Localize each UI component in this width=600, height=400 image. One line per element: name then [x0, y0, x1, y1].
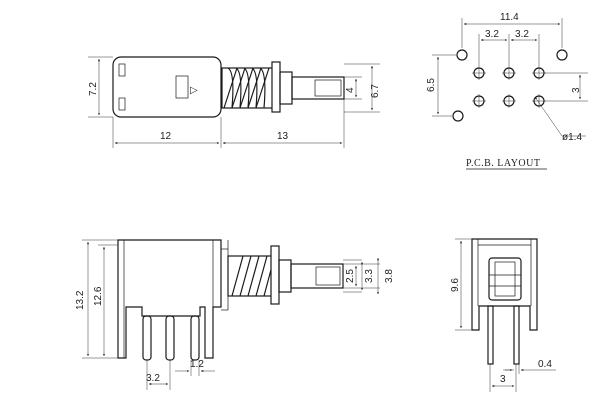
end-plunger-inner — [494, 261, 516, 297]
dim-side-plunger-h1: 2.5 — [345, 269, 356, 283]
dim-end-pin-thick: 0.4 — [538, 359, 552, 370]
end-pin-right — [513, 305, 520, 365]
end-body-outline — [471, 238, 538, 331]
dim-plunger-inner: 4 — [345, 87, 356, 93]
end-pin-left — [487, 305, 494, 365]
dim-side-total-height: 13.2 — [75, 290, 86, 310]
dim-side-plunger-h2: 3.3 — [364, 269, 375, 283]
side-spring — [227, 255, 275, 297]
pin-right — [190, 315, 200, 361]
pcb-layout: 11.4 3.2 3.2 6.5 3 ø1.4 P.C.B. LAYOUT — [426, 12, 588, 170]
plunger — [291, 76, 345, 100]
side-plunger-window — [315, 266, 341, 286]
end-view: 9.6 3 0.4 — [450, 238, 556, 392]
pcb-layout-caption: P.C.B. LAYOUT — [466, 158, 540, 169]
side-body-outline — [117, 239, 222, 359]
side-collar — [278, 259, 292, 293]
dim-pcb-pitch-left: 3.2 — [485, 29, 499, 40]
arrow-glyph: ▷ — [190, 85, 198, 96]
dim-side-pin-width: 1.2 — [190, 359, 204, 370]
dim-plunger-width: 13 — [277, 131, 289, 142]
side-view: 13.2 12.6 2.5 3.3 3.8 3.2 1.2 — [75, 239, 395, 390]
dim-body-width: 12 — [160, 131, 172, 142]
switch-body-outline — [112, 56, 222, 118]
body-tab-bottom — [118, 97, 126, 111]
dim-side-body-height: 12.6 — [93, 286, 104, 306]
body-tab-top — [118, 63, 126, 77]
flange — [271, 61, 281, 113]
dim-pcb-row-offset: 6.5 — [426, 78, 437, 92]
side-plunger — [290, 263, 344, 289]
end-plunger-face — [488, 257, 522, 301]
plunger-collar — [279, 71, 293, 105]
pcb-holes — [452, 49, 568, 122]
dim-pcb-pitch-right: 3.2 — [515, 29, 529, 40]
pin-mid — [165, 315, 175, 361]
dim-pcb-hole-dia: ø1.4 — [562, 132, 582, 143]
dim-plunger-outer: 6.7 — [370, 84, 381, 98]
spring — [221, 67, 275, 109]
dim-side-pin-pitch: 3.2 — [146, 373, 160, 384]
dim-side-plunger-h3: 3.8 — [384, 269, 395, 283]
top-view: ▷ 12 13 7.2 6.7 4 — [88, 56, 381, 148]
body-window — [175, 75, 189, 99]
dim-pcb-row-pitch: 3 — [571, 87, 582, 93]
dim-end-height: 9.6 — [450, 278, 461, 292]
pin-left — [142, 315, 152, 361]
plunger-window — [314, 79, 342, 97]
side-flange — [270, 245, 280, 305]
dim-end-pin-pitch: 3 — [500, 374, 506, 385]
dim-pcb-overall-width: 11.4 — [500, 12, 519, 23]
dim-body-height: 7.2 — [88, 82, 99, 96]
